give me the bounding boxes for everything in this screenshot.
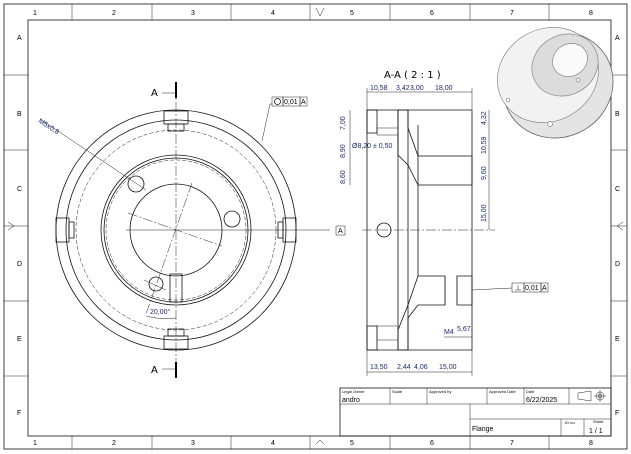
- row-label: A: [615, 35, 620, 42]
- row-label: B: [17, 111, 22, 118]
- thread-depth-dimension: 5,67: [457, 326, 471, 333]
- hole: [223, 210, 241, 228]
- legal-owner: andro: [342, 397, 360, 404]
- perpendicularity-frame: 0,01 A: [511, 282, 549, 293]
- dimension-right: 9,60: [481, 166, 488, 180]
- sheet-number: 1 / 1: [589, 428, 603, 435]
- threaded-hole: [127, 175, 145, 193]
- col-label: 2: [112, 440, 116, 447]
- section-marker-top: A: [151, 88, 158, 99]
- col-label: 6: [430, 440, 434, 447]
- dimension-bottom: 13,50: [370, 364, 388, 371]
- thread-callout: M5x0.8: [37, 118, 60, 136]
- dimension-top: 10,58: [370, 85, 388, 92]
- angle-dimension: 20,00°: [150, 308, 171, 316]
- col-label: 3: [191, 440, 195, 447]
- col-label: 6: [430, 10, 434, 17]
- title-block: Legal Owner andro Scale Approved by Appr…: [339, 387, 612, 437]
- circularity-tolerance: 0,01: [284, 99, 298, 106]
- col-label: 8: [589, 10, 593, 17]
- isometric-view: [497, 27, 614, 139]
- perpendicularity-tolerance: 0,01: [525, 285, 539, 292]
- circularity-datum: A: [301, 99, 306, 106]
- col-label: 7: [510, 10, 514, 17]
- date-label: Date: [526, 389, 535, 394]
- legal-owner-label: Legal Owner: [342, 389, 365, 394]
- row-label: C: [17, 186, 22, 193]
- col-label: 7: [510, 440, 514, 447]
- dimension-top: 3,00: [410, 85, 424, 92]
- row-label: A: [17, 35, 22, 42]
- row-label: D: [17, 261, 22, 268]
- dimension-bottom: 15,00: [439, 364, 457, 371]
- date: 6/22/2025: [526, 397, 557, 404]
- col-label: 1: [33, 10, 37, 17]
- projection-symbol-icon: [577, 390, 606, 402]
- sheet-label: Sheet: [593, 419, 604, 424]
- inner-frame: [27, 19, 612, 437]
- row-label: F: [615, 410, 619, 417]
- row-label: D: [615, 261, 620, 268]
- row-label: F: [17, 410, 21, 417]
- dimension-top: 18,00: [435, 85, 453, 92]
- row-label: C: [615, 186, 620, 193]
- drawing-title: Flange: [472, 426, 494, 433]
- col-label: 5: [350, 440, 354, 447]
- col-label: 1: [33, 440, 37, 447]
- row-label: E: [615, 336, 620, 343]
- dimension-bottom: 2,44: [397, 364, 411, 371]
- col-label: 4: [271, 10, 275, 17]
- dimension-right: 10,59: [481, 136, 488, 154]
- hole: [148, 276, 164, 292]
- dimension-right: 4,32: [481, 111, 488, 125]
- col-label: 2: [112, 10, 116, 17]
- circularity-frame: 0,01 A: [271, 96, 308, 107]
- datum-label: A: [338, 228, 343, 235]
- thread-dimension: M4: [444, 329, 454, 336]
- scale-label: Scale: [392, 389, 403, 394]
- dimension-top: 3,42: [396, 85, 410, 92]
- col-label: 3: [191, 10, 195, 17]
- id-label: ID no.: [565, 420, 576, 425]
- diameter-dimension: Ø8,20 ± 0,50: [352, 143, 393, 150]
- row-labels: A B C D E F A B C D E F: [17, 35, 620, 417]
- col-label: 5: [350, 10, 354, 17]
- approved-date-label: Approved Date: [489, 389, 516, 394]
- zone-ticks: [4, 4, 627, 449]
- column-labels: 1 2 3 4 5 6 7 8 1 2 3 4 5 6 7 8: [33, 10, 593, 447]
- section-title: A-A ( 2 : 1 ): [384, 70, 441, 81]
- col-label: 4: [271, 440, 275, 447]
- dimension-bottom: 4,06: [414, 364, 428, 371]
- front-view: M5x0.8 20,00° A A 0,01 A A: [37, 82, 346, 378]
- perpendicularity-datum: A: [542, 285, 547, 292]
- section-view: A-A ( 2 : 1 ) 10,58 3,42 3,00 18,00 7,00: [340, 70, 549, 376]
- dimension-left: 8,90: [340, 144, 347, 158]
- section-marker-bottom: A: [151, 365, 158, 376]
- row-label: E: [17, 336, 22, 343]
- dimension-right: 15,00: [481, 204, 488, 222]
- leader-line: [39, 118, 147, 191]
- outer-border: [3, 3, 628, 450]
- row-label: B: [615, 111, 620, 118]
- approved-by-label: Approved by: [429, 389, 451, 394]
- dimension-left: 8,60: [340, 170, 347, 184]
- col-label: 8: [589, 440, 593, 447]
- dimension-left: 7,00: [340, 116, 347, 130]
